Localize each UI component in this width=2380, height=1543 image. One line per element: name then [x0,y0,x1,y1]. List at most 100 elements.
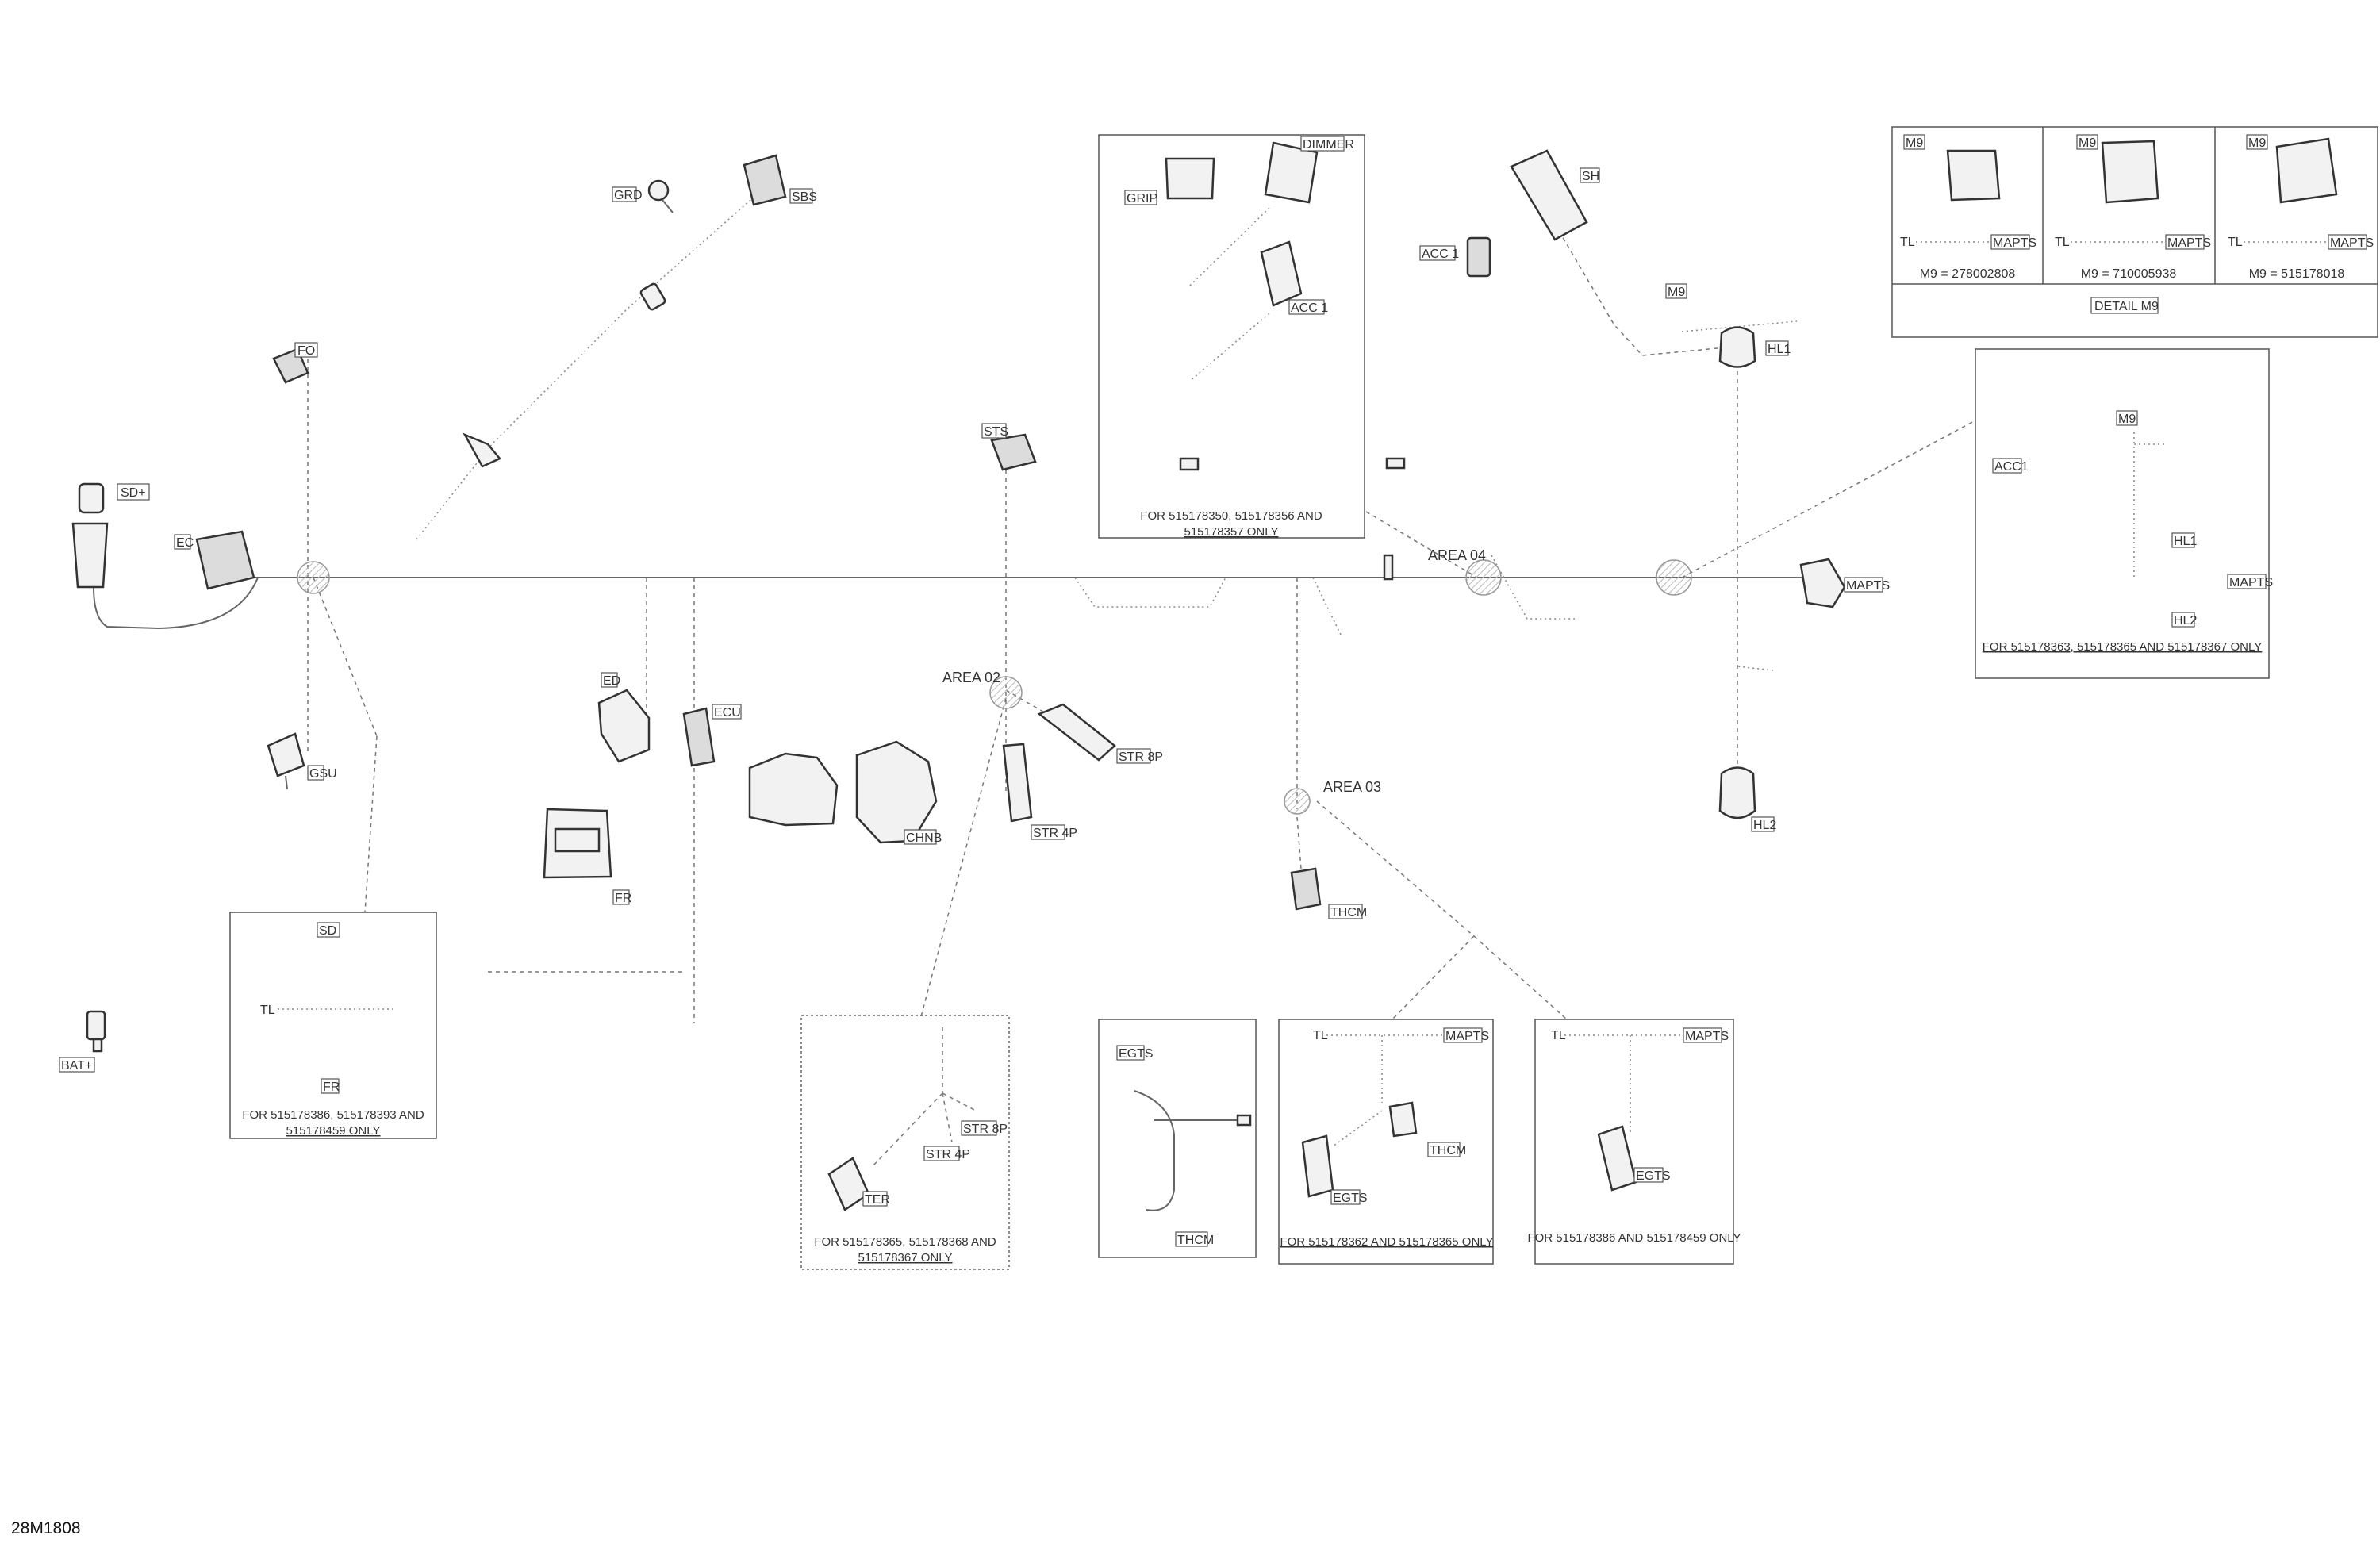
box-sd-label: SD [319,924,336,938]
box-str-8p: STR 8P [963,1123,1008,1136]
detail-m9-panel-1-tl: TL [1900,236,1915,249]
splice-area-04 [1465,559,1502,596]
ecu-connector: ECU [682,704,742,767]
detail-m9-panel-1-part: M9 = 278002808 [1920,267,2016,281]
fuse-holder [463,282,666,468]
box-acc-hl2: HL2 [2174,614,2197,628]
acc-label: ACC 1 [1291,301,1328,315]
m9-label: M9 [1668,286,1685,299]
acc1-connector: ACC 1 [1419,236,1491,278]
box-thcm: EGTS THCM [1098,1019,1257,1258]
sts-label: STS [984,425,1008,439]
detail-m9-panel-1-maps: MAPTS [1993,236,2036,250]
detail-m9-panel-3-part: M9 = 515178018 [2249,267,2345,281]
area-02-label: AREA 02 [942,670,1000,685]
fr-label: FR [615,892,631,905]
fo-connector: FO [272,342,318,384]
sh-label: SH [1582,170,1599,183]
ecu-label: ECU [714,706,741,720]
detail-m9-panel-3: M9 TL MAPTS M9 = 515178018 [2228,134,2374,281]
box-acc-hl1: HL1 [2174,535,2197,548]
splice-area-02 [989,676,1023,709]
detail-m9-panel-1: M9 TL MAPTS M9 = 278002808 [1900,134,2036,281]
document-reference: 28M1808 [11,1519,81,1537]
box-mapts-2: MAPTS [1685,1030,1729,1043]
box-tl-note-1: FOR 515178362 AND 515178365 ONLY [1280,1235,1493,1249]
hl2-connector: HL2 [1718,766,1776,832]
box-thcm-thcm: THCM [1177,1234,1214,1247]
detail-m9-panel-2-part: M9 = 710005938 [2081,267,2177,281]
grd-connector: GRD [612,179,674,213]
box-str-note-2: 515178367 ONLY [858,1251,953,1265]
detail-m9-panel-3-m: M9 [2248,136,2266,150]
main-harness [93,188,1976,1023]
bat-plus-connector: BAT+ [59,1010,106,1073]
sbs-label: SBS [792,190,817,204]
small-terminal-2 [1179,457,1200,471]
box-grip-dimmer: GRIP DIMMER ACC 1 FOR 515178350, 5151783… [1098,134,1365,539]
area-03-label: AREA 03 [1323,779,1381,795]
detail-m9-panel-2-maps: MAPTS [2167,236,2211,250]
box-str: STR 8P STR 4P TER FOR 515178365, 5151783… [800,1015,1010,1270]
box-sd-tl: TL [260,1004,275,1017]
box-acc-mapts: MAPTS [2229,576,2273,589]
box-str-note-1: FOR 515178365, 515178368 AND [814,1235,996,1249]
box-tl-1: TL [1313,1029,1328,1042]
box-thcm-1: THCM [1430,1144,1466,1157]
box-acc-note: FOR 515178363, 515178365 AND 515178367 O… [1983,640,2263,654]
ec-label: EC [176,536,194,550]
cluster-note-1: FOR 515178350, 515178356 AND [1140,509,1322,523]
box-tl-note-2: FOR 515178386 AND 515178459 ONLY [1527,1231,1741,1245]
detail-m9-panel-3-tl: TL [2228,236,2243,249]
box-sd-fr: FR [323,1080,340,1094]
box-acc-m9: M9 [2118,413,2136,426]
box-acc: ACC1 M9 HL1 MAPTS HL2 FOR 515178363, 515… [1975,348,2273,679]
detail-m9-panel-2-tl: TL [2055,236,2070,249]
sd-plus-label: SD+ [121,486,146,500]
cluster-note-2: 515178357 ONLY [1184,525,1279,539]
small-terminal-3 [1383,554,1394,581]
detail-m9-panel-2: M9 TL MAPTS M9 = 710005938 [2055,134,2211,281]
detail-m9-panel-3-maps: MAPTS [2330,236,2374,250]
area-04-label: AREA 04 [1428,547,1486,563]
str-4p-label: STR 4P [1033,827,1077,840]
thcm-label: THCM [1330,906,1367,919]
ec-connector: EC [174,530,255,590]
bat-plus-label: BAT+ [61,1059,92,1073]
str-8p-connector: STR 8P [1037,703,1163,764]
chnb-label: CHNB [906,831,942,845]
hl1-label: HL1 [1768,343,1791,356]
detail-m9-title: DETAIL M9 [2094,300,2159,313]
box-tl-mapts-1: TL MAPTS THCM EGTS FOR 515178362 AND 515… [1278,1019,1494,1265]
gsu-connector: GSU [267,732,337,790]
sd-plus-connector: SD+ [71,482,150,589]
thcm-connector: THCM [1290,867,1367,919]
box-str-ter: TER [865,1193,890,1207]
fo-label: FO [298,344,315,358]
sh-connector: SH [1510,149,1600,241]
splice-main [297,561,330,594]
dimmer-label: DIMMER [1303,138,1354,152]
box-thcm-egts: EGTS [1119,1047,1154,1061]
str-8p-label: STR 8P [1119,750,1163,764]
acc1-label: ACC 1 [1422,248,1459,261]
box-tl-mapts-2: TL MAPTS EGTS FOR 515178386 AND 51517845… [1527,1019,1741,1265]
box-mapts-1: MAPTS [1445,1030,1489,1043]
str-4p-connector: STR 4P [1002,743,1077,840]
mapts-label: MAPTS [1846,579,1890,593]
box-tl-2: TL [1551,1029,1566,1042]
mapts-connector: MAPTS [1799,558,1890,608]
box-sd: SD TL FR FOR 515178386, 515178393 AND 51… [229,912,437,1139]
box-acc-acc1: ACC1 [1994,460,2029,474]
grd-label: GRD [614,189,643,202]
chnb-module: CHNB [748,740,942,845]
detail-m9: M9 TL MAPTS M9 = 278002808 M9 TL MAPTS M… [1891,126,2378,338]
gsu-label: GSU [309,767,337,781]
box-egts-2: EGTS [1636,1169,1671,1183]
hl2-label: HL2 [1753,819,1776,832]
box-sd-note-1: FOR 515178386, 515178393 AND [242,1108,424,1122]
sbs-connector: SBS [743,154,817,206]
detail-m9-panel-1-m: M9 [1906,136,1923,150]
ed-connector: ED [597,672,651,763]
